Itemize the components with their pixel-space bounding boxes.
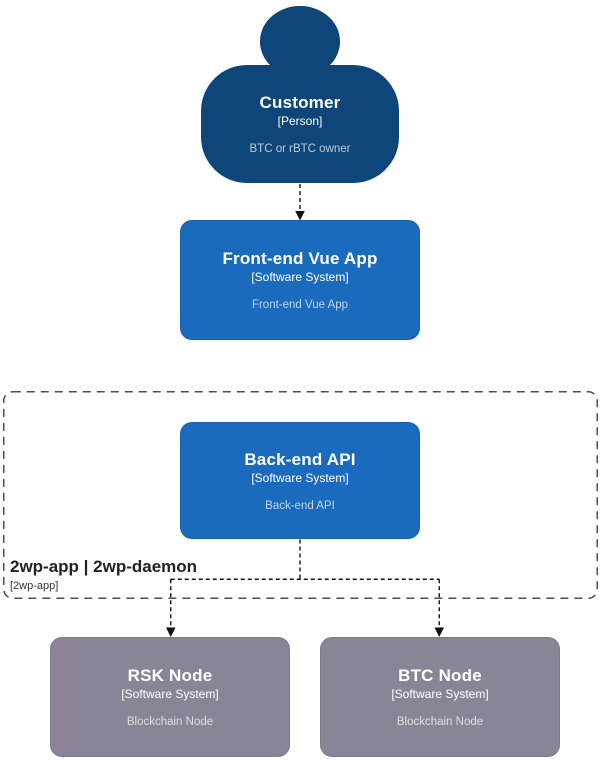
system-rsk-node: RSK Node [Software System] Blockchain No… [50,637,290,757]
boundary-2wp-app-outline [3,391,598,599]
system-backend-api: Back-end API [Software System] Back-end … [180,422,420,539]
relationship-customer-frontend-arrowhead [295,211,305,221]
boundary-2wp-app-label: 2wp-app | 2wp-daemon [2wp-app] [10,556,197,593]
relationship-backend-nodes-lines [170,539,440,628]
system-backend-description: Back-end API [265,499,335,512]
system-frontend-description: Front-end Vue App [251,299,349,311]
system-frontend-meta: [Software System] [251,270,349,284]
system-frontend-title: Front-end Vue App [222,249,378,268]
system-backend-meta: [Software System] [251,470,349,485]
boundary-title: 2wp-app | 2wp-daemon [10,557,198,576]
system-backend-title: Back-end API [244,449,356,469]
person-customer-meta: [Person] [277,114,323,128]
relationship-backend-rsk-arrowhead [166,627,176,637]
system-btc-description: Blockchain Node [396,716,484,728]
system-rsk-description: Blockchain Node [126,716,214,728]
system-rsk-title: RSK Node [127,666,213,685]
system-frontend-vue-app: Front-end Vue App [Software System] Fron… [180,220,420,340]
system-rsk-meta: [Software System] [121,687,219,701]
person-customer-description: BTC or rBTC owner [249,143,351,155]
relationship-backend-btc-arrowhead [434,627,444,637]
system-btc-title: BTC Node [398,666,482,685]
boundary-meta: [2wp-app] [10,580,59,592]
system-btc-node: BTC Node [Software System] Blockchain No… [320,637,560,757]
person-customer: Customer [Person] BTC or rBTC owner [201,65,399,183]
system-btc-meta: [Software System] [391,687,489,701]
person-customer-title: Customer [259,93,341,112]
